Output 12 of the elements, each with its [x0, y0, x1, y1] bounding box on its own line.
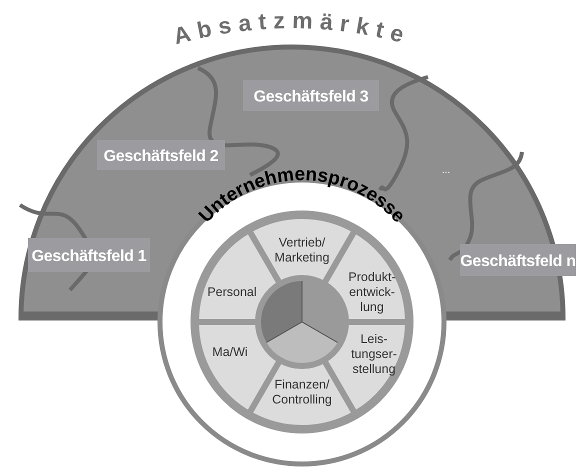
field-label: ...: [442, 165, 450, 176]
dome-title: Absatzmärkte: [170, 7, 414, 50]
segment-label: Ma/Wi: [212, 345, 248, 359]
field-label: Geschäftsfeld 1: [28, 238, 150, 272]
segment-label: Produkt- entwick- lung: [348, 270, 396, 314]
field-label: Geschäftsfeld 2: [97, 140, 225, 170]
segment-label: Personal: [207, 285, 257, 299]
segment-label: Finanzen/ Controlling: [272, 378, 332, 406]
segment-label: Leis- tungser- stellung: [351, 332, 397, 376]
field-label: Geschäftsfeld n: [460, 244, 576, 276]
segment-label: Vertrieb/ Marketing: [274, 236, 330, 264]
field-label: Geschäftsfeld 3: [243, 80, 379, 111]
